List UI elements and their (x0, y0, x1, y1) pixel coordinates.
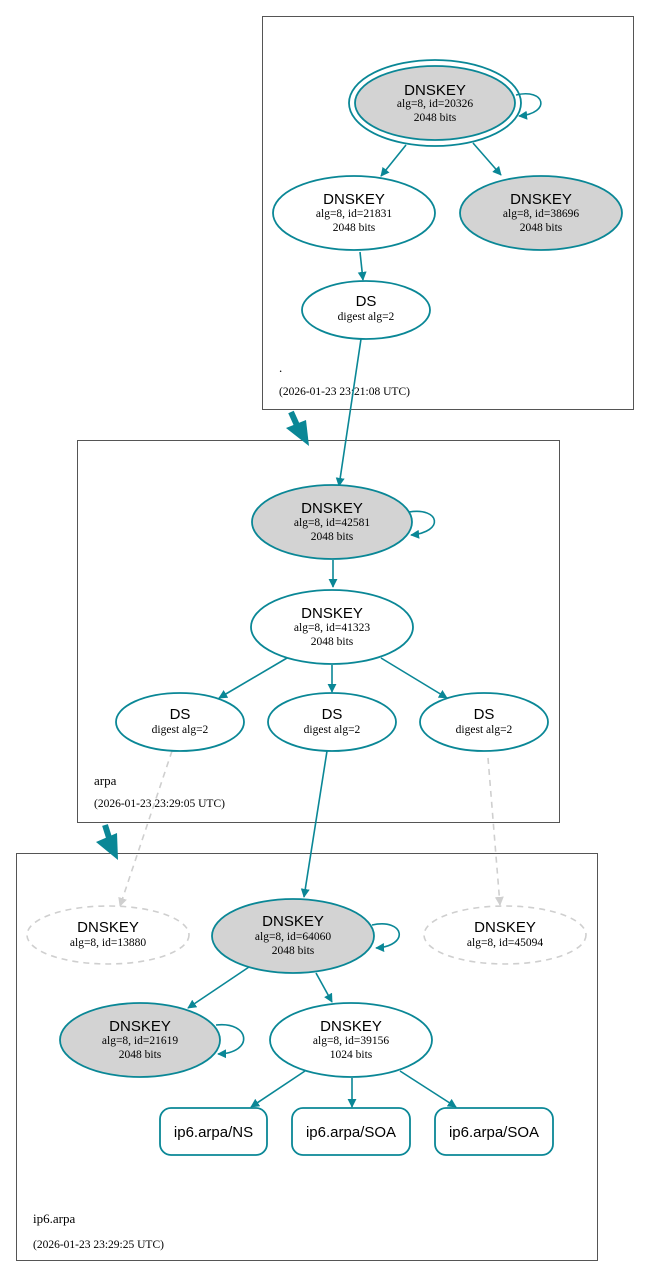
ip6-missing-dnskey-45094-node: DNSKEY alg=8, id=45094 (423, 905, 587, 965)
root-ds-title: DS (356, 293, 377, 310)
arpa-ds2-title: DS (322, 706, 343, 723)
arpa-ds3-node: DS digest alg=2 (419, 692, 549, 752)
edge-arpa-ds1-to-missing1 (118, 750, 173, 907)
edge-root-ksk-self (515, 93, 542, 120)
ip6-missing1-alg: alg=8, id=13880 (70, 937, 146, 949)
edge-root-zsk-to-ds (357, 251, 367, 281)
rrset-ns-label: ip6.arpa/NS (174, 1124, 253, 1141)
zone-ip6-name: ip6.arpa (33, 1211, 75, 1226)
edge-root-ds-to-arpa-ksk (335, 338, 362, 487)
ip6-ksk-bits: 2048 bits (272, 945, 315, 957)
ip6-missing-dnskey-13880-node: DNSKEY alg=8, id=13880 (26, 905, 190, 965)
zone-arpa-name: arpa (94, 773, 117, 788)
zone-arpa-box (77, 440, 560, 823)
ip6-zsk-bits: 1024 bits (330, 1049, 373, 1061)
edge-ip6-ksk-self (371, 923, 400, 953)
arpa-zsk-dnskey-node: DNSKEY alg=8, id=41323 2048 bits (250, 589, 414, 665)
zone-root-timestamp: (2026-01-23 23:21:08 UTC) (279, 386, 410, 398)
zone-root-box (262, 16, 634, 410)
zone-ip6-box (16, 853, 598, 1261)
edge-ip6-key3-self (215, 1023, 245, 1059)
edge-arpa-ds3-to-missing2 (487, 757, 504, 906)
edge-arpa-ksk-self (408, 510, 436, 539)
edge-root-ksk-to-zsk (380, 144, 407, 177)
root-key3-bits: 2048 bits (520, 222, 563, 234)
root-zsk-alg: alg=8, id=21831 (316, 208, 392, 220)
rrset-ip6-arpa-ns-node: ip6.arpa/NS (159, 1107, 268, 1156)
arpa-ds3-title: DS (474, 706, 495, 723)
arpa-zsk-bits: 2048 bits (311, 636, 354, 648)
ip6-missing2-title: DNSKEY (474, 919, 536, 936)
ip6-ksk-alg: alg=8, id=64060 (255, 931, 331, 943)
root-zsk-dnskey-node: DNSKEY alg=8, id=21831 2048 bits (272, 175, 436, 251)
ip6-zsk-title: DNSKEY (320, 1018, 382, 1035)
ip6-key3-alg: alg=8, id=21619 (102, 1035, 178, 1047)
rrset-ip6-arpa-soa-node-2: ip6.arpa/SOA (434, 1107, 554, 1156)
arpa-zsk-title: DNSKEY (301, 605, 363, 622)
arpa-ksk-title: DNSKEY (301, 500, 363, 517)
root-ksk-title: DNSKEY (404, 82, 466, 99)
root-ds-digest: digest alg=2 (338, 311, 395, 323)
arpa-ksk-alg: alg=8, id=42581 (294, 517, 370, 529)
delegation-arrow-arpa-ip6 (96, 824, 118, 860)
arpa-ds1-node: DS digest alg=2 (115, 692, 245, 752)
arpa-ds2-digest: digest alg=2 (304, 724, 361, 736)
ip6-zsk-alg: alg=8, id=39156 (313, 1035, 389, 1047)
arpa-ds2-node: DS digest alg=2 (267, 692, 397, 752)
ip6-missing1-title: DNSKEY (77, 919, 139, 936)
arpa-ds1-digest: digest alg=2 (152, 724, 209, 736)
root-key3-title: DNSKEY (510, 191, 572, 208)
edge-root-ksk-to-key3 (472, 142, 502, 176)
arpa-zsk-alg: alg=8, id=41323 (294, 622, 370, 634)
edge-ip6-ksk-to-zsk (315, 972, 333, 1003)
arpa-ksk-bits: 2048 bits (311, 531, 354, 543)
root-ksk-dnskey-node: DNSKEY alg=8, id=20326 2048 bits (348, 59, 522, 147)
edge-ip6-ksk-to-key3 (187, 966, 250, 1009)
ip6-zsk-dnskey-node: DNSKEY alg=8, id=39156 1024 bits (269, 1002, 433, 1078)
rrset-ip6-arpa-soa-node-1: ip6.arpa/SOA (291, 1107, 411, 1156)
arpa-ds1-title: DS (170, 706, 191, 723)
zone-ip6-timestamp: (2026-01-23 23:29:25 UTC) (33, 1239, 164, 1251)
arpa-ksk-dnskey-node: DNSKEY alg=8, id=42581 2048 bits (251, 484, 413, 560)
root-zsk-title: DNSKEY (323, 191, 385, 208)
root-ds-node: DS digest alg=2 (301, 280, 431, 340)
root-key3-alg: alg=8, id=38696 (503, 208, 579, 220)
edge-ip6-zsk-to-soa2 (399, 1070, 457, 1108)
zone-arpa-timestamp: (2026-01-23 23:29:05 UTC) (94, 798, 225, 810)
ip6-key3-title: DNSKEY (109, 1018, 171, 1035)
zone-root-name: . (279, 360, 282, 375)
arpa-ds3-digest: digest alg=2 (456, 724, 513, 736)
root-zsk-bits: 2048 bits (333, 222, 376, 234)
edge-arpa-ds2-to-ip6-ksk (300, 750, 328, 898)
ip6-key3-bits: 2048 bits (119, 1049, 162, 1061)
edge-ip6-zsk-to-ns (250, 1070, 306, 1108)
ip6-ksk-dnskey-node: DNSKEY alg=8, id=64060 2048 bits (211, 898, 375, 974)
delegation-arrow-root-arpa (286, 410, 309, 446)
ip6-ksk-title: DNSKEY (262, 913, 324, 930)
rrset-soa1-label: ip6.arpa/SOA (306, 1124, 396, 1141)
ip6-key3-dnskey-node: DNSKEY alg=8, id=21619 2048 bits (59, 1002, 221, 1078)
edge-arpa-zsk-to-ds1 (218, 657, 288, 699)
root-ksk-bits: 2048 bits (414, 112, 457, 124)
root-key3-dnskey-node: DNSKEY alg=8, id=38696 2048 bits (459, 175, 623, 251)
root-ksk-alg: alg=8, id=20326 (397, 98, 473, 110)
edge-arpa-zsk-to-ds3 (380, 657, 448, 699)
rrset-soa2-label: ip6.arpa/SOA (449, 1124, 539, 1141)
ip6-missing2-alg: alg=8, id=45094 (467, 937, 543, 949)
